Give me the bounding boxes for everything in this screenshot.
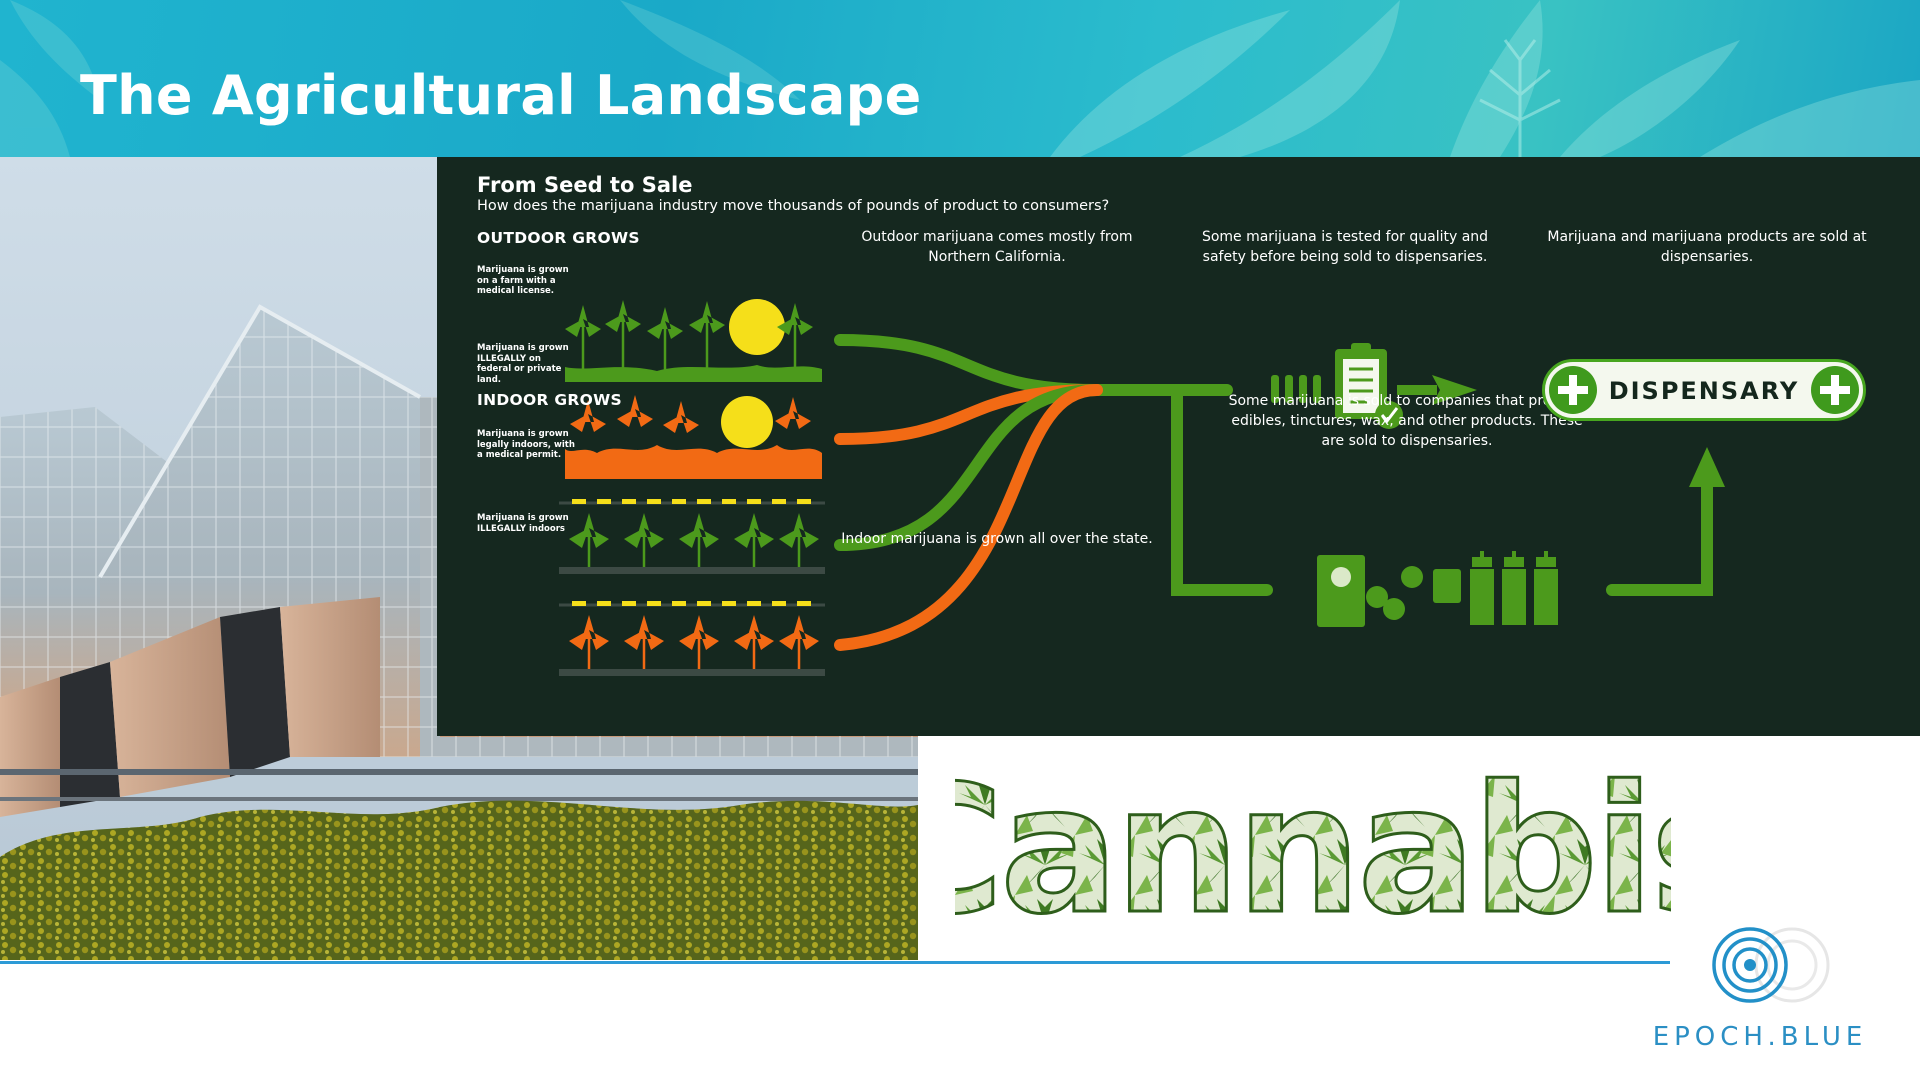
title-banner: The Agricultural Landscape xyxy=(0,0,1920,157)
processing-branch-line xyxy=(1171,384,1273,596)
epoch-blue-logo xyxy=(1710,925,1830,1025)
outdoor-illegal-plants-icon xyxy=(565,395,822,479)
indoor-legal-flow xyxy=(834,384,1103,551)
arrow-right-icon xyxy=(1432,375,1477,405)
cannabis-wordart: Cannabis xyxy=(873,747,1756,955)
clipboard-checklist-icon xyxy=(1335,343,1403,429)
indoor-illegal-flow xyxy=(834,384,1103,651)
products-to-dispensary-line xyxy=(1606,471,1713,596)
dispensary-badge: DISPENSARY xyxy=(1542,359,1866,421)
plus-cross-icon xyxy=(1549,366,1597,414)
infographic-subtitle: How does the marijuana industry move tho… xyxy=(477,198,1110,214)
footer-divider xyxy=(0,961,1670,964)
wordart-text: Cannabis xyxy=(955,775,1671,927)
outdoor-grows-label: OUTDOOR GROWS xyxy=(477,229,640,247)
grow-note: Marijuana is grown legally indoors, with… xyxy=(477,429,575,460)
indoor-grows-label: INDOOR GROWS xyxy=(477,391,622,409)
leaf-background-icon xyxy=(0,0,1920,157)
brand-name: EPOCH.BLUE xyxy=(1652,1022,1868,1052)
outdoor-legal-plants-icon xyxy=(565,299,822,382)
dispensary-label: DISPENSARY xyxy=(1608,377,1800,405)
slide-title: The Agricultural Landscape xyxy=(80,64,922,127)
outdoor-legal-flow xyxy=(834,334,1233,396)
products-caption: Some marijuana is sold to companies that… xyxy=(1228,393,1586,449)
dispensary-caption: Marijuana and marijuana products are sol… xyxy=(1547,229,1867,265)
grow-note: Marijuana is grown ILLEGALLY on federal … xyxy=(477,343,569,385)
arrow-up-icon xyxy=(1689,447,1725,487)
cannabis-products-icon xyxy=(1317,551,1558,627)
concentric-circles-icon xyxy=(1712,927,1830,1003)
outdoor-caption: Outdoor marijuana comes mostly from Nort… xyxy=(861,229,1133,265)
plus-cross-icon xyxy=(1811,366,1859,414)
indoor-legal-plants-icon xyxy=(559,499,825,574)
seed-to-sale-infographic: From Seed to Sale How does the marijuana… xyxy=(437,157,1920,736)
infographic-title: From Seed to Sale xyxy=(477,173,693,197)
grow-note: Marijuana is grown ILLEGALLY indoors xyxy=(477,513,569,534)
test-tubes-icon xyxy=(1271,375,1321,403)
grow-note: Marijuana is grown on a farm with a medi… xyxy=(477,265,569,296)
indoor-caption: Indoor marijuana is grown all over the s… xyxy=(841,531,1153,547)
testing-caption: Some marijuana is tested for quality and… xyxy=(1201,229,1489,265)
indoor-illegal-plants-icon xyxy=(559,601,825,676)
